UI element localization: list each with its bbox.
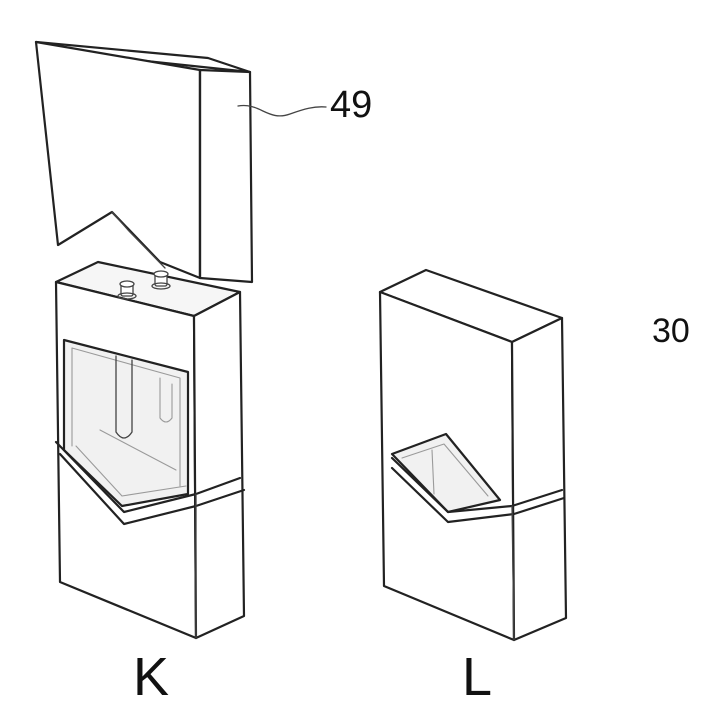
sleeve-top-edge bbox=[54, 440, 242, 514]
container-l-window-inner bbox=[401, 443, 489, 497]
lid-side-face bbox=[198, 68, 254, 284]
internal-shelf bbox=[99, 429, 177, 471]
reference-numeral-49: 49 bbox=[330, 84, 373, 126]
figure-label-l: L bbox=[462, 647, 493, 707]
lid-notch-inner bbox=[111, 211, 166, 269]
container-l-sleeve-band bbox=[390, 466, 566, 524]
sleeve-band bbox=[58, 452, 246, 526]
container-window bbox=[62, 338, 190, 508]
container-l bbox=[378, 268, 568, 642]
internal-tube-2 bbox=[159, 377, 173, 423]
internal-tube-1 bbox=[115, 355, 133, 439]
container-l-edge bbox=[511, 505, 515, 641]
container-l-tube bbox=[431, 449, 435, 495]
knob-right bbox=[151, 270, 171, 290]
knob-left bbox=[117, 280, 137, 300]
container-k bbox=[54, 260, 246, 640]
container-l-sleeve-top bbox=[390, 456, 564, 514]
internal-floor bbox=[75, 445, 187, 497]
container-l-side-face bbox=[510, 316, 568, 642]
window-inner-edge bbox=[71, 347, 181, 487]
leader-line-49 bbox=[237, 104, 327, 117]
figure-label-k: K bbox=[133, 647, 170, 707]
lid-front-face bbox=[34, 40, 202, 280]
reference-numeral-30: 30 bbox=[652, 312, 690, 350]
lid-49 bbox=[34, 40, 254, 284]
container-side-face bbox=[192, 290, 246, 640]
